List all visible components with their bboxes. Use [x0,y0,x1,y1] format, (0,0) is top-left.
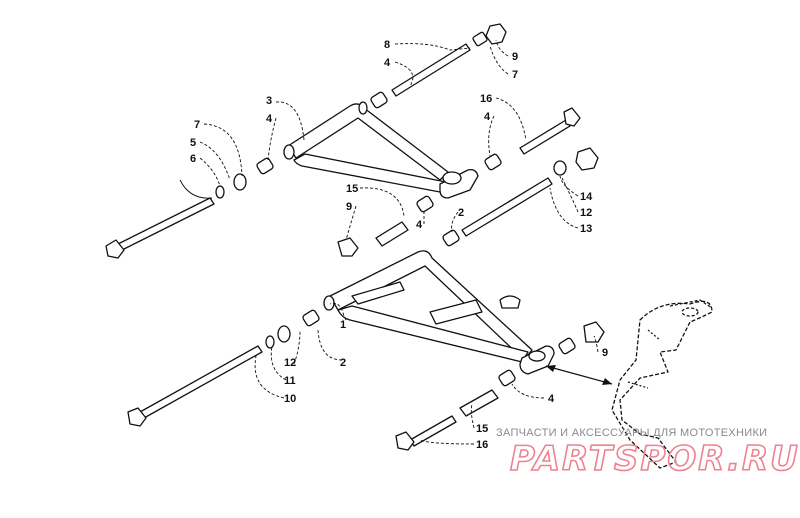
callout-15: 15 [346,183,358,195]
callout-9: 9 [512,51,518,63]
callout-4: 4 [266,113,273,125]
upper-a-arm [283,101,479,199]
callout-12: 12 [284,357,296,369]
callout-2: 2 [458,207,464,219]
callout-9: 9 [602,347,608,359]
callout-13: 13 [580,223,592,235]
callout-4: 4 [484,111,491,123]
callout-6: 6 [190,153,196,165]
callout-2: 2 [340,357,346,369]
callout-8: 8 [384,39,390,51]
upper-rear-hardware [370,23,599,247]
callout-4: 4 [416,219,423,231]
callout-16: 16 [480,93,492,105]
callout-7: 7 [512,69,518,81]
leader-lines [179,39,599,445]
callout-4: 4 [384,57,391,69]
callout-1: 1 [340,319,346,331]
lower-rear-hardware [395,321,605,451]
callout-12: 12 [580,207,592,219]
upper-front-hardware [105,157,434,259]
lower-front-hardware [127,309,320,427]
callout-9: 9 [346,201,352,213]
callout-14: 14 [580,191,593,203]
watermark-logo: PARTSPOR.RU [510,439,800,479]
callout-11: 11 [284,375,296,387]
callout-10: 10 [284,393,296,405]
callout-3: 3 [266,95,272,107]
watermark: ЗАПЧАСТИ И АКСЕССУАРЫ ДЛЯ МОТОТЕХНИКИ PA… [496,427,800,480]
callout-labels: 8 4 9 7 3 4 7 5 6 16 4 15 9 4 2 14 12 13… [190,39,608,451]
callout-15: 15 [476,423,488,435]
assembly-arrow [545,365,613,385]
callout-5: 5 [190,137,196,149]
callout-7: 7 [194,119,200,131]
callout-16: 16 [476,439,488,451]
lower-a-arm [323,250,555,375]
spindle-knuckle [611,299,713,469]
watermark-caption: ЗАПЧАСТИ И АКСЕССУАРЫ ДЛЯ МОТОТЕХНИКИ [496,427,767,439]
callout-4: 4 [548,393,555,405]
